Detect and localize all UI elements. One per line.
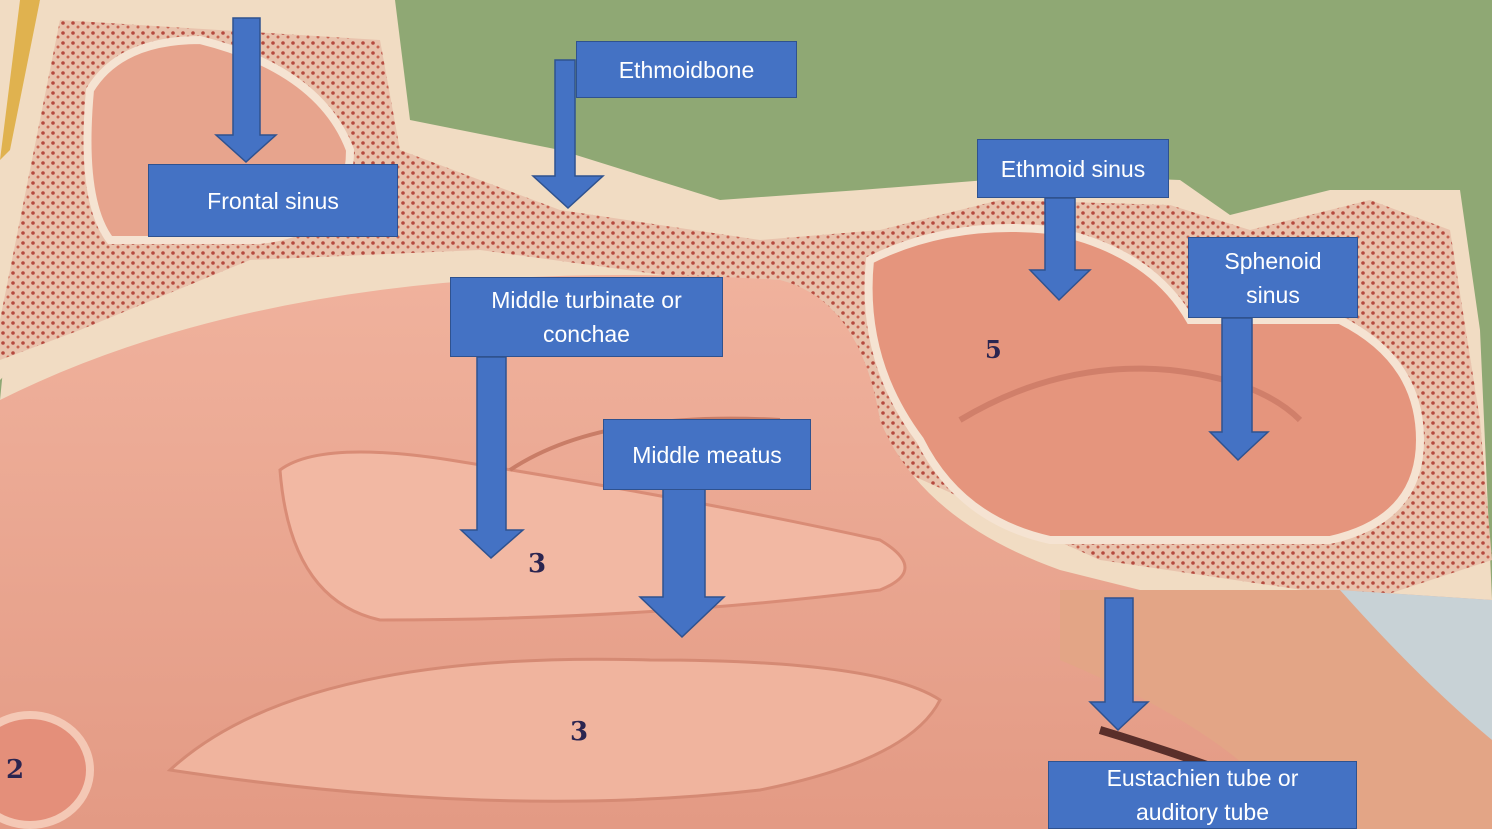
tube-region xyxy=(1060,590,1492,829)
model-number: 3 xyxy=(570,717,588,747)
nostril-opening xyxy=(0,711,94,829)
model-number: 3 xyxy=(528,549,546,579)
middle-turbinate xyxy=(278,450,907,622)
arrow-down-icon xyxy=(638,488,726,639)
arrow-down-icon xyxy=(459,356,525,560)
inferior-turbinate xyxy=(166,657,942,803)
sphenoid-sinus-label: Sphenoid sinus xyxy=(1188,237,1358,318)
skin-layer xyxy=(0,0,40,160)
ethmoid-sinus-label: Ethmoid sinus xyxy=(977,139,1169,198)
model-number: 5 xyxy=(985,335,1002,364)
arrow-down-icon xyxy=(531,59,605,210)
frontal-sinus-label: Frontal sinus xyxy=(148,164,398,237)
middle-meatus-label: Middle meatus xyxy=(603,419,811,490)
ethmoidbone-label: Ethmoidbone xyxy=(576,41,797,98)
arrow-down-icon xyxy=(1088,597,1150,732)
arrow-down-icon xyxy=(214,17,278,164)
sinus-ridge xyxy=(958,365,1303,423)
middle-turbinate-label: Middle turbinate or conchae xyxy=(450,277,723,357)
cartilage-region xyxy=(1340,590,1492,740)
arrow-down-icon xyxy=(1208,317,1270,462)
eustachian-tube-label: Eustachien tube or auditory tube xyxy=(1048,761,1357,829)
arrow-down-icon xyxy=(1028,197,1092,302)
model-number: 2 xyxy=(6,755,24,785)
